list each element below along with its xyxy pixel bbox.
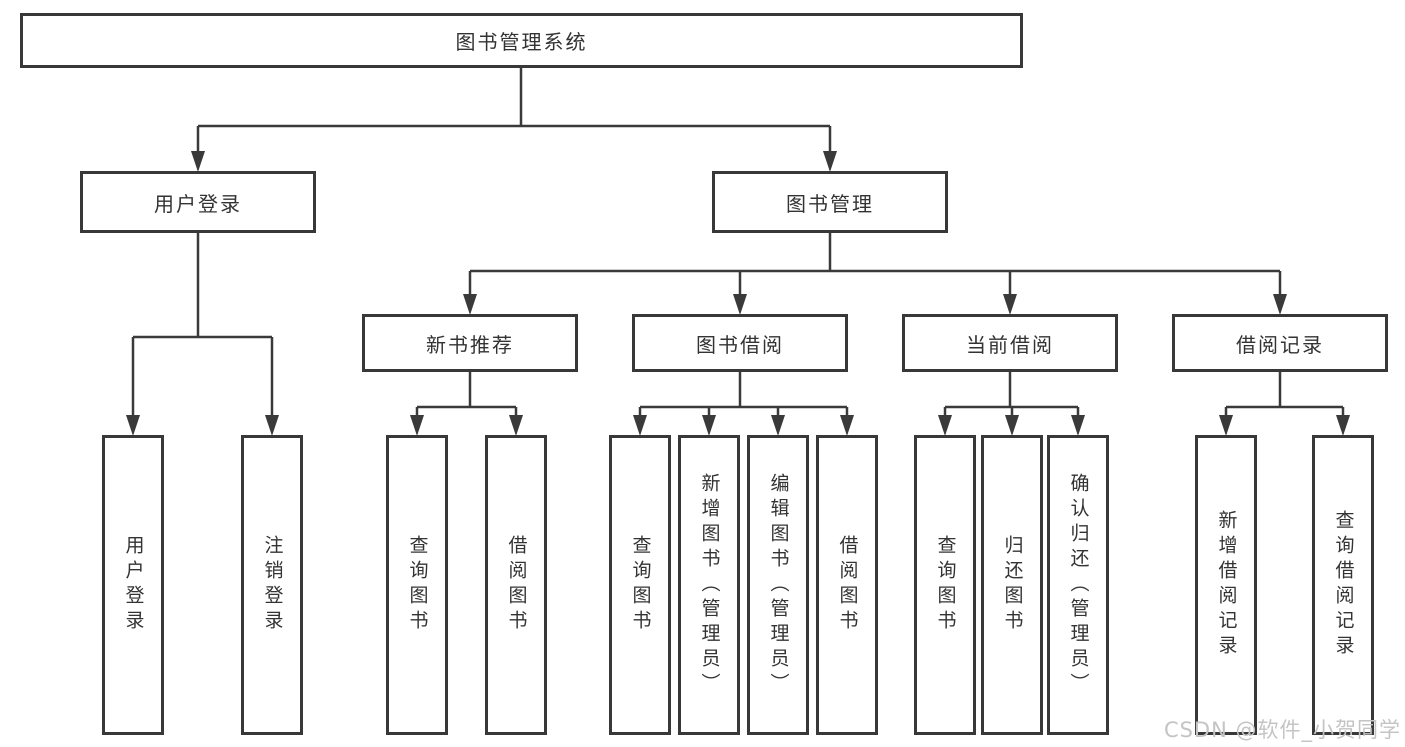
leaf-label: 查询图书 — [934, 535, 957, 635]
arrowhead-down-icon — [410, 415, 424, 436]
leaf-label: 查询图书 — [406, 535, 429, 635]
arrowhead-down-icon — [702, 415, 716, 436]
arrowhead-down-icon — [126, 415, 140, 436]
arrowhead-down-icon — [1003, 294, 1017, 315]
csdn-watermark: CSDN @软件_小贺同学 — [1163, 718, 1401, 742]
node-book-borrowing: 图书借阅 — [632, 314, 848, 372]
node-label: 图书借阅 — [696, 332, 784, 357]
leaf-edit-books-admin: 编辑图书（管理员） — [747, 435, 809, 735]
arrowhead-down-icon — [633, 415, 647, 436]
leaf-label: 借阅图书 — [505, 535, 528, 635]
leaf-label: 注销登录 — [261, 535, 284, 635]
leaf-label: 新增借阅记录 — [1215, 510, 1238, 660]
leaf-query-books-recommend: 查询图书 — [386, 435, 448, 735]
arrowhead-down-icon — [1273, 294, 1287, 315]
arrowhead-down-icon — [938, 415, 952, 436]
leaf-query-books-current: 查询图书 — [914, 435, 976, 735]
arrowhead-down-icon — [1005, 415, 1019, 436]
arrowhead-down-icon — [771, 415, 785, 436]
node-label: 图书管理 — [786, 191, 874, 216]
arrowhead-down-icon — [1071, 415, 1085, 436]
leaf-confirm-return-admin: 确认归还（管理员） — [1047, 435, 1109, 735]
arrowhead-down-icon — [463, 294, 477, 315]
arrowhead-down-icon — [733, 294, 747, 315]
leaf-logout: 注销登录 — [241, 435, 303, 735]
arrowhead-down-icon — [509, 415, 523, 436]
arrowhead-down-icon — [823, 151, 837, 172]
arrowhead-down-icon — [265, 415, 279, 436]
node-user-login: 用户登录 — [80, 171, 316, 233]
node-book-management: 图书管理 — [712, 171, 948, 233]
node-label: 图书管理系统 — [455, 30, 588, 54]
leaf-query-borrow-record: 查询借阅记录 — [1312, 435, 1374, 735]
leaf-label: 新增图书（管理员） — [698, 472, 721, 698]
leaf-label: 归还图书 — [1001, 535, 1024, 635]
leaf-label: 用户登录 — [122, 535, 145, 635]
node-label: 新书推荐 — [426, 332, 514, 357]
leaf-add-books-admin: 新增图书（管理员） — [678, 435, 740, 735]
leaf-user-login: 用户登录 — [102, 435, 164, 735]
arrowhead-down-icon — [191, 151, 205, 172]
leaf-label: 查询借阅记录 — [1332, 510, 1355, 660]
leaf-label: 查询图书 — [629, 535, 652, 635]
node-label: 用户登录 — [154, 191, 242, 216]
arrowhead-down-icon — [1336, 415, 1350, 436]
node-label: 借阅记录 — [1236, 332, 1324, 357]
leaf-label: 借阅图书 — [836, 535, 859, 635]
node-current-borrowing: 当前借阅 — [902, 314, 1118, 372]
node-library-management-system: 图书管理系统 — [20, 13, 1023, 68]
node-borrowing-records: 借阅记录 — [1172, 314, 1388, 372]
leaf-add-borrow-record: 新增借阅记录 — [1195, 435, 1257, 735]
leaf-label: 编辑图书（管理员） — [767, 472, 790, 698]
node-new-book-recommendation: 新书推荐 — [362, 314, 578, 372]
arrowhead-down-icon — [840, 415, 854, 436]
leaf-query-books-borrowing: 查询图书 — [609, 435, 671, 735]
arrowhead-down-icon — [1219, 415, 1233, 436]
leaf-label: 确认归还（管理员） — [1067, 472, 1090, 698]
node-label: 当前借阅 — [966, 332, 1054, 357]
leaf-borrow-books-recommend: 借阅图书 — [485, 435, 547, 735]
connector-path — [131, 68, 1345, 417]
leaf-return-books: 归还图书 — [981, 435, 1043, 735]
leaf-borrow-books: 借阅图书 — [816, 435, 878, 735]
